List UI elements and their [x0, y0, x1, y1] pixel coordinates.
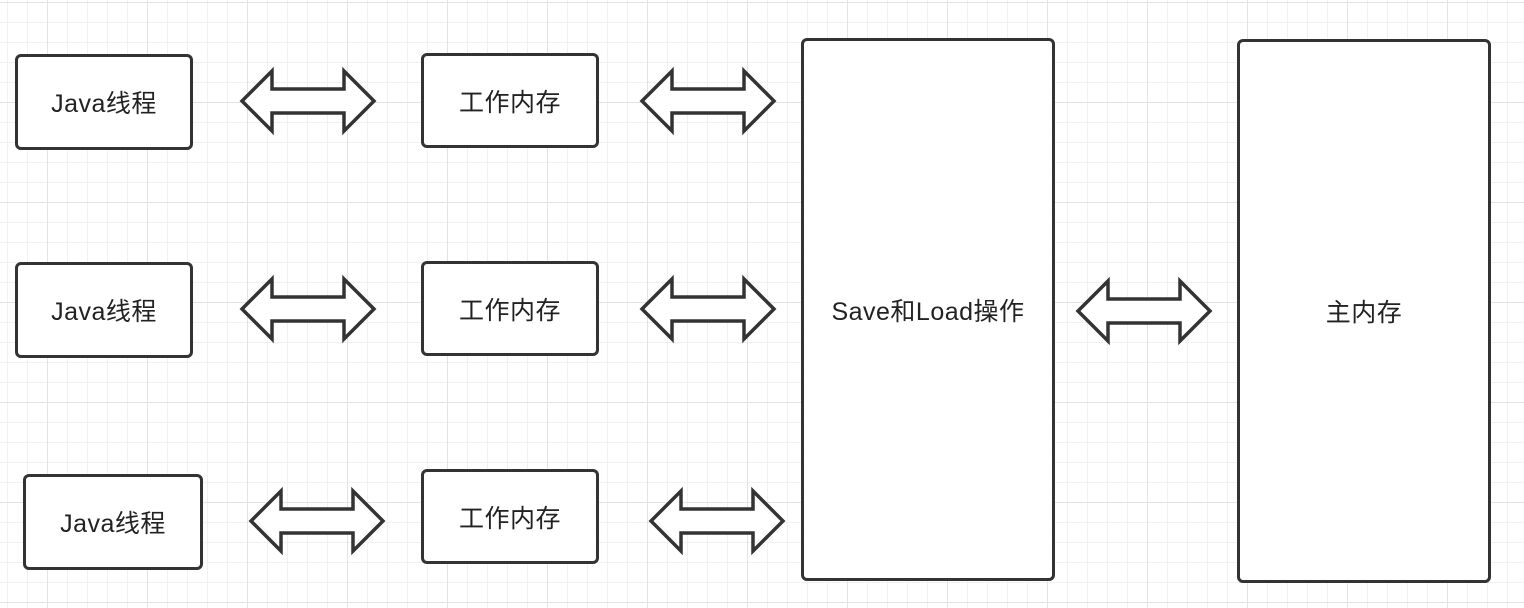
working-memory-node-3: 工作内存 — [421, 469, 599, 564]
java-thread-node-3: Java线程 — [23, 474, 203, 570]
working-memory-node-1: 工作内存 — [421, 53, 599, 148]
save-load-node: Save和Load操作 — [801, 38, 1055, 581]
double-arrow-icon — [239, 66, 377, 136]
double-arrow-icon — [639, 274, 777, 344]
working-memory-label: 工作内存 — [458, 296, 561, 325]
java-thread-node-1: Java线程 — [15, 54, 193, 150]
save-load-label: Save和Load操作 — [831, 297, 1025, 326]
working-memory-label: 工作内存 — [458, 504, 561, 533]
java-thread-node-2: Java线程 — [15, 262, 193, 358]
double-arrow-icon — [648, 486, 786, 556]
double-arrow-icon — [248, 486, 386, 556]
working-memory-node-2: 工作内存 — [421, 261, 599, 356]
double-arrow-icon — [639, 66, 777, 136]
java-thread-label: Java线程 — [51, 90, 157, 118]
java-thread-label: Java线程 — [60, 510, 166, 538]
working-memory-label: 工作内存 — [458, 88, 561, 117]
main-memory-label: 主内存 — [1325, 299, 1403, 327]
java-thread-label: Java线程 — [51, 298, 157, 326]
double-arrow-icon — [1075, 276, 1213, 346]
double-arrow-icon — [239, 274, 377, 344]
main-memory-node: 主内存 — [1237, 39, 1491, 583]
